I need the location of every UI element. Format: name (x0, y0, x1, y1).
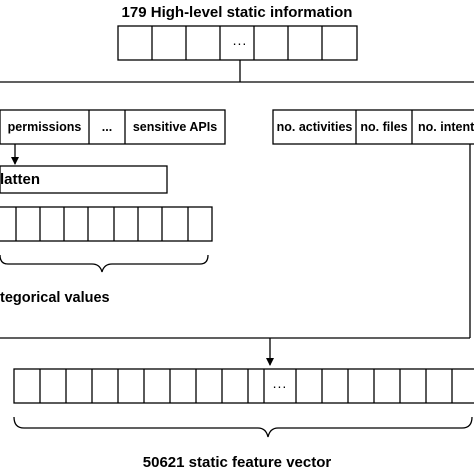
high-level-info-vector (117, 25, 358, 61)
categorical-values-label: tegorical values (0, 290, 110, 306)
bottom-title: 50621 static feature vector (142, 454, 332, 471)
flatten-box (0, 165, 168, 194)
static-feature-vector (13, 368, 474, 404)
top-title: 179 High-level static information (121, 4, 353, 21)
cell-no-files: no. files (360, 120, 408, 134)
cell-no-intent: no. intent (418, 120, 474, 134)
cell-permissions: permissions (7, 120, 82, 134)
categorical-vector (0, 206, 213, 242)
feature-vector-brace (13, 416, 473, 438)
top-ellipsis: ... (232, 32, 248, 48)
bottom-ellipsis: ... (272, 375, 288, 391)
left-feature-group-box (0, 109, 226, 145)
flatten-label: latten (0, 171, 41, 188)
right-feature-group-box (272, 109, 474, 145)
cell-no-activities: no. activities (276, 120, 353, 134)
cell-sensitive-apis: sensitive APIs (132, 120, 218, 134)
cell-left-ellipsis: ... (101, 120, 113, 134)
categorical-brace (0, 254, 209, 273)
